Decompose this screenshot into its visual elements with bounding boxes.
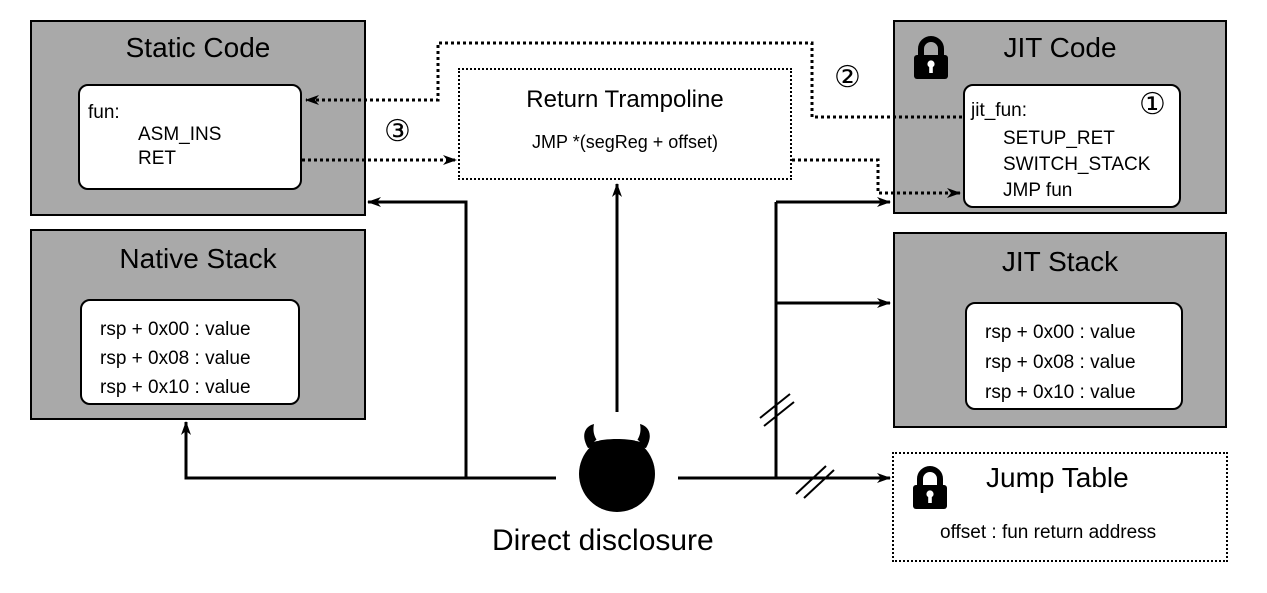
step-one-marker: ① — [1139, 88, 1166, 121]
jit-stack-line: rsp + 0x08 : value — [985, 352, 1136, 373]
jit-code-line: SETUP_RET — [1003, 128, 1115, 149]
static-code-line: RET — [138, 148, 176, 169]
static-code-panel: Static Code fun: ASM_INS RET — [30, 20, 366, 216]
jit-stack-box: rsp + 0x00 : value rsp + 0x08 : value rs… — [965, 302, 1183, 410]
native-stack-box: rsp + 0x00 : value rsp + 0x08 : value rs… — [80, 299, 300, 405]
lock-icon — [912, 466, 948, 515]
jit-stack-title: JIT Stack — [1001, 246, 1119, 277]
arrow-to-native-stack — [181, 421, 556, 480]
devil-icon — [576, 424, 658, 519]
arrow-to-static-code — [367, 197, 468, 478]
attacker-label: Direct disclosure — [492, 524, 714, 557]
return-trampoline-instruction: JMP *(segReg + offset) — [532, 132, 718, 152]
return-trampoline-panel: Return Trampoline JMP *(segReg + offset) — [458, 68, 792, 180]
static-code-title: Static Code — [125, 32, 271, 63]
jump-table-entry: offset : fun return address — [940, 522, 1157, 543]
static-code-line: ASM_INS — [138, 124, 222, 145]
step-three-marker: ③ — [384, 115, 411, 148]
dotted-jit-to-static — [305, 41, 962, 119]
jit-code-box: jit_fun: SETUP_RET SWITCH_STACK JMP fun … — [963, 84, 1181, 208]
static-code-line: fun: — [88, 102, 120, 123]
jit-code-line: jit_fun: — [971, 100, 1027, 121]
step-two-marker: ② — [834, 61, 861, 94]
jit-code-line: JMP fun — [1003, 180, 1073, 201]
jit-stack-line: rsp + 0x00 : value — [985, 322, 1136, 343]
jit-code-title: JIT Code — [1003, 32, 1117, 63]
jump-table-title: Jump Table — [986, 462, 1129, 493]
native-stack-line: rsp + 0x10 : value — [100, 377, 251, 398]
native-stack-panel: Native Stack rsp + 0x00 : value rsp + 0x… — [30, 229, 366, 420]
jit-stack-panel: JIT Stack rsp + 0x00 : value rsp + 0x08 … — [893, 232, 1227, 428]
static-code-box: fun: ASM_INS RET — [78, 84, 302, 190]
native-stack-title: Native Stack — [119, 243, 277, 274]
jit-stack-line: rsp + 0x10 : value — [985, 382, 1136, 403]
native-stack-line: rsp + 0x08 : value — [100, 348, 251, 369]
dotted-trampoline-to-jit — [792, 158, 961, 198]
return-trampoline-title: Return Trampoline — [526, 86, 724, 113]
jit-code-line: SWITCH_STACK — [1003, 154, 1151, 175]
lock-icon — [913, 36, 949, 85]
native-stack-line: rsp + 0x00 : value — [100, 319, 251, 340]
blocked-markers — [759, 393, 835, 499]
jump-table-panel: Jump Table offset : fun return address — [892, 452, 1228, 562]
